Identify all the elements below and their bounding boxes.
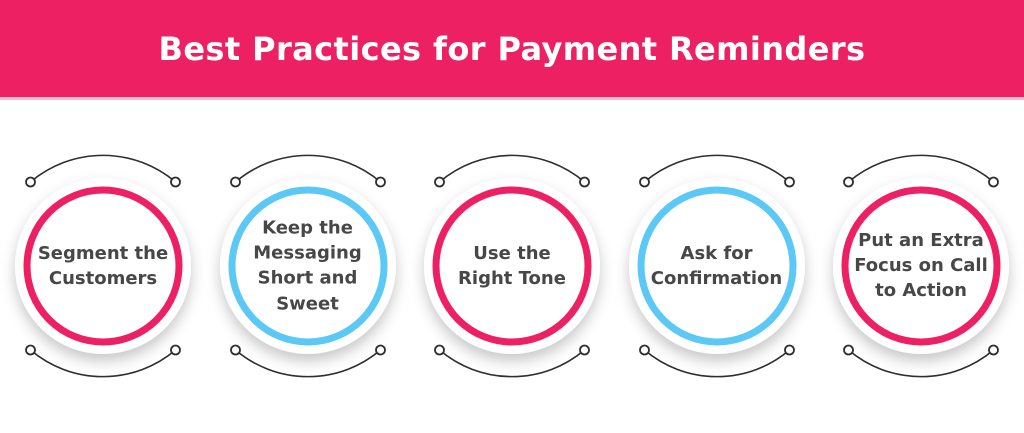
step-graphic [628, 154, 805, 378]
connector-arc-top [438, 154, 586, 183]
step-label: Use the Right Tone [458, 242, 566, 289]
step-ring [637, 186, 796, 346]
connector-dot [434, 344, 445, 356]
step-item-1: Segment the Customers [1, 142, 205, 388]
connector-dot [638, 176, 650, 188]
step-graphic [15, 154, 191, 378]
connector-arc-bottom [643, 349, 790, 378]
connector-dot [783, 176, 795, 188]
connector-arc-top [234, 154, 381, 183]
connector-arc-top [847, 154, 995, 183]
connector-dot [374, 344, 386, 356]
connector-arc-top [29, 154, 177, 183]
step-ring [23, 186, 183, 346]
connector-dot [988, 176, 999, 188]
step-item-2: Keep the Messaging Short and Sweet [206, 142, 410, 388]
step-graphic [219, 154, 396, 378]
connector-dot [229, 344, 241, 356]
connector-arc-bottom [29, 349, 177, 378]
step-graphic [424, 154, 600, 378]
connector-arc-bottom [847, 349, 995, 378]
step-label: Ask for Confirmation [650, 242, 783, 289]
connector-dot [638, 344, 650, 356]
title-banner: Best Practices for Payment Reminders [0, 0, 1024, 100]
connector-dot [170, 344, 181, 356]
connector-dot [843, 344, 854, 356]
connector-dot [579, 176, 590, 188]
steps-row: Segment the Customers Keep the Messaging… [0, 142, 1024, 388]
connector-dot [25, 176, 36, 188]
connector-dot [25, 344, 36, 356]
step-label: Put an Extra Focus on Call to Action [854, 230, 988, 302]
step-item-5: Put an Extra Focus on Call to Action [819, 142, 1023, 388]
connector-dot [783, 344, 795, 356]
connector-dot [988, 344, 999, 356]
step-ring [841, 186, 1001, 346]
connector-arc-top [643, 154, 790, 183]
connector-arc-bottom [438, 349, 586, 378]
step-ring [228, 186, 387, 346]
step-graphic [833, 154, 1009, 378]
step-label: Segment the Customers [37, 242, 169, 289]
connector-dot [579, 344, 590, 356]
step-item-3: Use the Right Tone [410, 142, 614, 388]
connector-dot [374, 176, 386, 188]
connector-dot [170, 176, 181, 188]
page-title: Best Practices for Payment Reminders [158, 29, 866, 68]
step-item-4: Ask for Confirmation [615, 142, 819, 388]
connector-arc-bottom [234, 349, 381, 378]
connector-dot [229, 176, 241, 188]
step-ring [432, 186, 592, 346]
step-label: Keep the Messaging Short and Sweet [253, 217, 362, 315]
connector-dot [434, 176, 445, 188]
connector-dot [843, 176, 854, 188]
